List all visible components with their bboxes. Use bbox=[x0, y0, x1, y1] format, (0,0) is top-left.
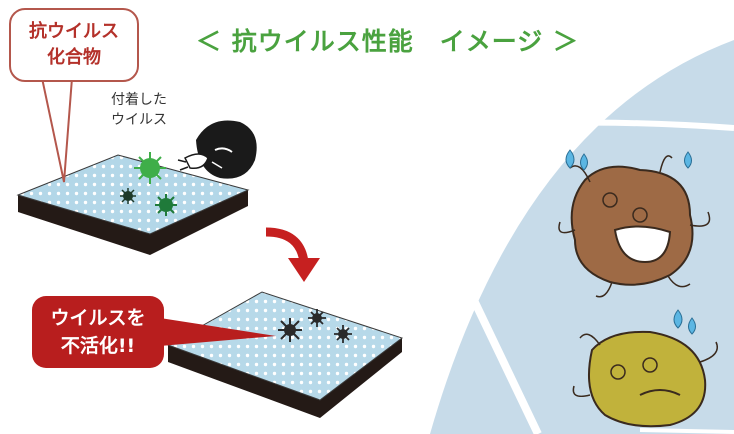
attached-virus-label: 付着した ウイルス bbox=[84, 90, 194, 130]
callout-line-1: 抗ウイルス bbox=[29, 21, 119, 42]
germ-icon bbox=[558, 155, 711, 298]
virus-icon bbox=[134, 152, 166, 184]
antiviral-panel-after bbox=[166, 291, 404, 418]
antiviral-compound-callout: 抗ウイルス 化合物 bbox=[9, 8, 139, 82]
diagram-title: ＜ 抗ウイルス性能 イメージ ＞ bbox=[196, 27, 579, 56]
sneezing-face-icon bbox=[177, 120, 257, 179]
virus-icon bbox=[308, 309, 326, 327]
attached-label-line-2: ウイルス bbox=[111, 112, 167, 128]
antiviral-panel-before bbox=[16, 154, 250, 255]
virus-icon bbox=[278, 318, 302, 342]
inactivation-label: ウイルスを 不活化!! bbox=[32, 296, 164, 368]
arrow-down-icon bbox=[265, 227, 320, 282]
germ-icon bbox=[572, 330, 718, 428]
sweat-drop-icon bbox=[565, 149, 692, 171]
virus-icon bbox=[155, 194, 177, 216]
sweat-drop-icon bbox=[673, 309, 696, 335]
inactivation-line-2: 不活化!! bbox=[60, 335, 136, 357]
virus-icon bbox=[120, 188, 136, 204]
attached-label-line-1: 付着した bbox=[111, 92, 167, 108]
callout-line-2: 化合物 bbox=[47, 47, 101, 68]
callout-pointer bbox=[41, 77, 73, 183]
result-pointer bbox=[160, 318, 276, 346]
inactivation-line-1: ウイルスを bbox=[50, 307, 146, 329]
virus-icon bbox=[334, 325, 352, 343]
